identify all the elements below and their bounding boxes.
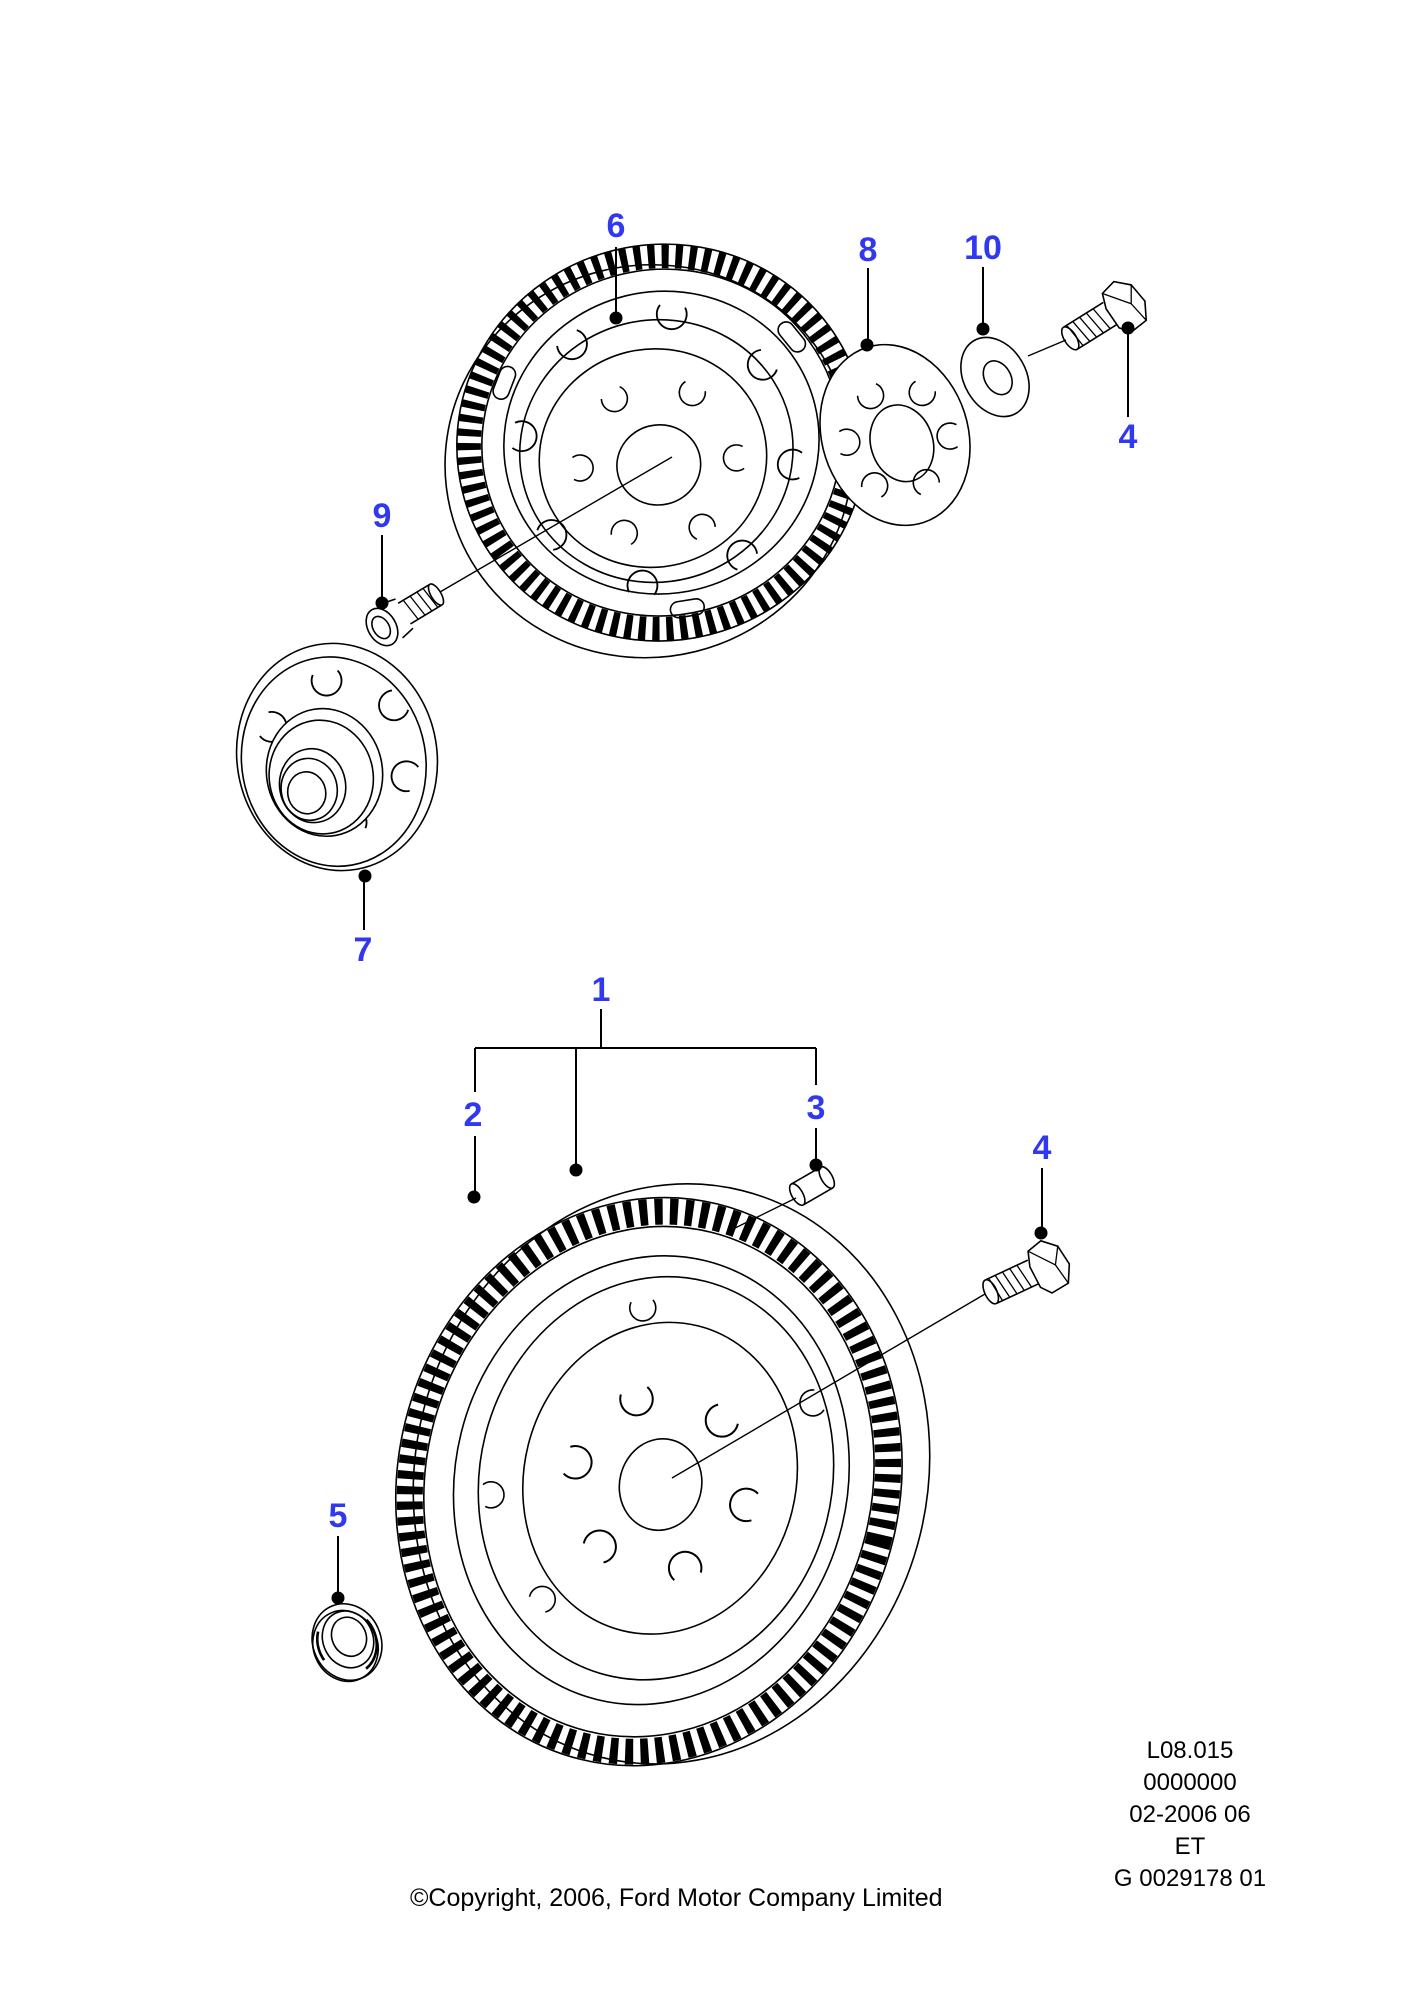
doc-lang-line: ET: [1174, 1833, 1206, 1860]
dowel-pin-drawing: [788, 1165, 836, 1207]
callout-leader-lines: [337, 247, 1129, 1596]
callout-label-4-top[interactable]: 4: [1118, 418, 1138, 456]
doc-number-line: 0000000: [1143, 1769, 1237, 1796]
callout-label-9[interactable]: 9: [372, 497, 392, 535]
drive-plate-drawing: [819, 343, 971, 527]
callout-label-3[interactable]: 3: [806, 1089, 826, 1127]
callout-label-5[interactable]: 5: [328, 1497, 348, 1535]
callout-label-1[interactable]: 1: [591, 971, 611, 1009]
oil-seal-drawing: [311, 1602, 383, 1683]
doc-code-line: L08.015: [1146, 1737, 1234, 1764]
document-info-block: L08.015 0000000 02-2006 06 ET G 0029178 …: [1040, 1735, 1340, 1895]
bolt-drawing-top: [1051, 272, 1156, 366]
crankshaft-hub-drawing: [235, 642, 439, 872]
callout-label-7[interactable]: 7: [353, 931, 373, 969]
bolt-drawing-bottom: [973, 1233, 1079, 1320]
flywheel-ring-gear-drawing: [444, 243, 867, 659]
assembly-axis-lines: [439, 339, 1067, 1479]
copyright-text: ©Copyright, 2006, Ford Motor Company Lim…: [410, 1884, 943, 1912]
socket-bolt-drawing: [365, 583, 445, 647]
flywheel-assembly-drawing: [394, 1183, 931, 1767]
callout-label-4-bottom[interactable]: 4: [1032, 1129, 1052, 1167]
callout-label-2[interactable]: 2: [463, 1096, 483, 1134]
callout-label-8[interactable]: 8: [858, 231, 878, 269]
doc-date-line: 02-2006 06: [1129, 1801, 1251, 1828]
callout-label-6[interactable]: 6: [606, 207, 626, 245]
washer-drawing: [960, 336, 1030, 418]
doc-ref-line: G 0029178 01: [1113, 1865, 1267, 1892]
callout-dots: [331, 311, 1135, 1605]
callout-label-10[interactable]: 10: [964, 229, 1002, 267]
